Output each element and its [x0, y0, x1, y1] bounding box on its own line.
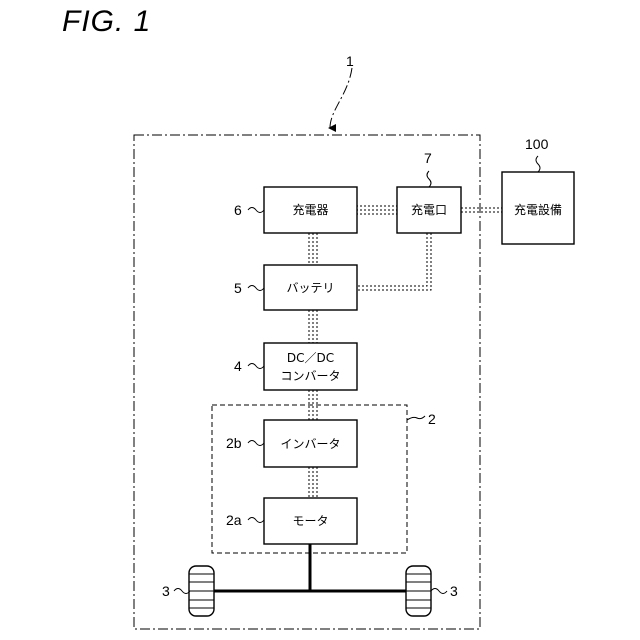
inverter-leader — [248, 441, 264, 446]
wheel-left — [189, 566, 214, 616]
vehicle-leader-arrow — [330, 68, 352, 128]
charging-facility-leader — [536, 156, 540, 172]
ref-inverter: 2b — [226, 435, 242, 451]
inverter-label: インバータ — [280, 437, 340, 451]
charger-label: 充電器 — [292, 202, 328, 217]
battery-leader — [248, 286, 264, 291]
ref-motor: 2a — [226, 512, 242, 528]
ref-dcdc: 4 — [234, 358, 242, 374]
ref-battery: 5 — [234, 280, 242, 296]
ref-wheel-left: 3 — [162, 583, 170, 599]
ref-charger: 6 — [234, 202, 242, 218]
charging-port-label: 充電口 — [411, 202, 447, 217]
battery-label: バッテリ — [286, 281, 334, 295]
dcdc-label-line2: コンバータ — [280, 369, 340, 383]
wheel-left-leader — [174, 589, 190, 594]
charging-facility-label: 充電設備 — [514, 202, 562, 217]
wheel-right-leader — [431, 589, 447, 594]
ref-wheel-right: 3 — [450, 583, 458, 599]
ref-charging-port: 7 — [424, 150, 432, 166]
wheel-right — [406, 566, 431, 616]
charger-leader — [248, 208, 264, 213]
ref-drive-unit: 2 — [428, 411, 436, 427]
dcdc-label-line1: DC／DC — [287, 351, 334, 365]
motor-label: モータ — [292, 514, 328, 528]
ref-charging-facility: 100 — [525, 136, 549, 152]
dcdc-leader — [248, 364, 264, 369]
drive-unit-leader — [407, 416, 425, 420]
motor-leader — [248, 518, 264, 523]
charging-port-leader — [427, 171, 431, 187]
ref-vehicle: 1 — [346, 53, 354, 69]
